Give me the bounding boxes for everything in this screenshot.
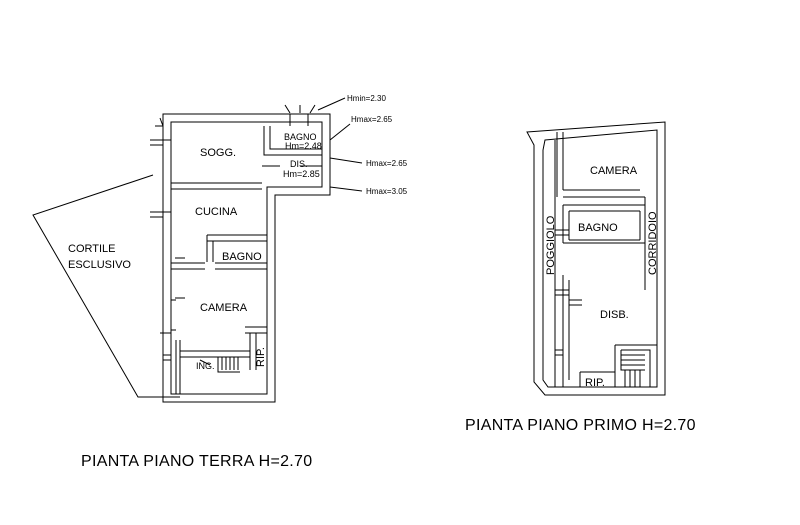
room-cucina-label: CUCINA <box>195 206 238 218</box>
first-outer-wall <box>526 121 666 396</box>
room-ing-label: ING. <box>196 361 215 371</box>
ground-floor-plan <box>32 97 363 403</box>
ground-outer-wall <box>162 113 331 403</box>
room-rip-label: RIP. <box>255 347 267 367</box>
room-dis-label: DIS. <box>290 159 308 169</box>
ground-inner-wall <box>170 121 323 395</box>
room-dis-height: Hm=2.85 <box>283 169 320 179</box>
height-hmin-label: Hmin=2.30 <box>347 94 386 103</box>
room-bagno-first-label: BAGNO <box>578 222 618 234</box>
height-hmax-3-label: Hmax=3.05 <box>366 187 408 196</box>
first-floor-plan <box>526 121 666 396</box>
first-floor-title: PIANTA PIANO PRIMO H=2.70 <box>465 417 696 434</box>
courtyard-outline <box>32 174 180 398</box>
ground-floor-title: PIANTA PIANO TERRA H=2.70 <box>81 453 313 470</box>
room-poggiolo-label: POGGIOLO <box>545 215 557 275</box>
room-camera-label: CAMERA <box>200 302 248 314</box>
room-rip-first-label: RIP. <box>585 377 605 389</box>
height-hmax-2-label: Hmax=2.65 <box>366 159 408 168</box>
height-hmax-1-label: Hmax=2.65 <box>351 115 393 124</box>
room-bagno-label: BAGNO <box>284 132 317 142</box>
room-soggiorno-label: SOGG. <box>200 147 236 159</box>
room-disb-label: DISB. <box>600 309 629 321</box>
first-inner-wall <box>542 129 658 388</box>
courtyard-label-line2: ESCLUSIVO <box>68 259 131 271</box>
room-bagno2-label: BAGNO <box>222 251 262 263</box>
room-corridoio-label: CORRIDOIO <box>647 211 659 275</box>
courtyard-label-line1: CORTILE <box>68 243 115 255</box>
room-camera-first-label: CAMERA <box>590 165 638 177</box>
room-bagno-height: Hm=2.48 <box>285 141 322 151</box>
